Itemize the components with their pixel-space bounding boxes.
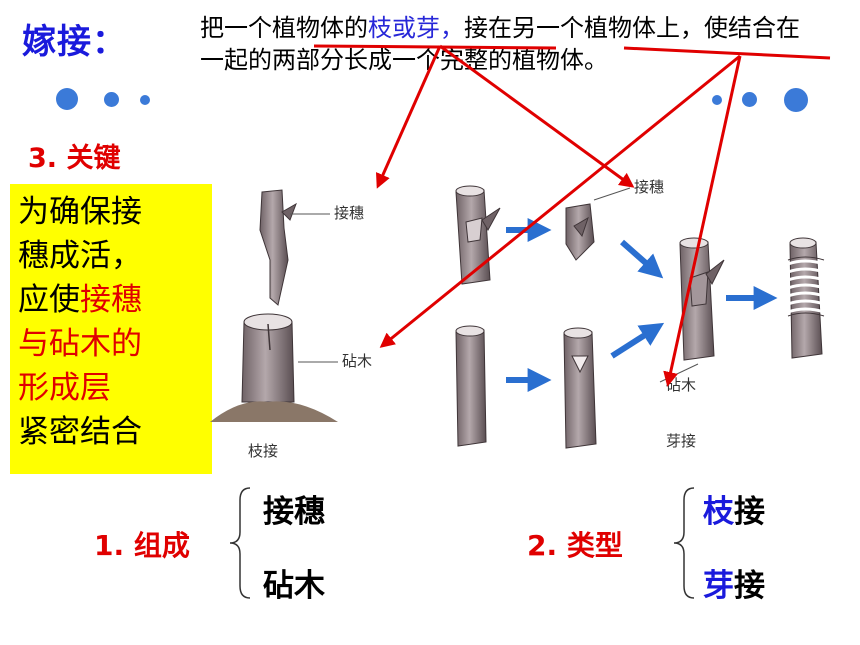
decor-dot-3 [140,95,150,105]
definition-text: 把一个植物体的枝或芽，接在另一个植物体上，使结合在一起的两部分长成一个完整的植物… [200,12,820,76]
decor-dot-2 [104,92,119,107]
scion-label-right: 接穗 [634,178,664,196]
key-line-2: 穗成活， [18,238,142,274]
scion-branch-left [259,189,289,306]
decor-dot-6 [784,88,808,112]
arrow-to-scion-right [439,44,635,188]
arrow-to-scion-left [376,45,442,189]
type-item-branch-graft: 枝接 [703,486,765,531]
caption-right: 芽接 [666,432,696,450]
underline-scion [313,44,557,50]
composition-heading: 1. 组成 [94,529,190,562]
key-box: 为确保接 穗成活， 应使接穗 与砧木的 形成层 紧密结合 [10,184,212,474]
page-title: 嫁接： [22,22,127,62]
composition-brace [229,487,251,599]
type-item-1-blue: 枝 [703,494,734,530]
flow-arrow-4 [610,322,665,359]
decor-dot-1 [56,88,78,110]
decor-dot-5 [742,92,757,107]
grafting-illustration: 接穗 砧木 枝接 接穗 砧木 芽接 [210,178,825,460]
key-line-1: 为确保接 [18,194,142,230]
type-item-1-rest: 接 [734,494,765,530]
type-item-2-blue: 芽 [703,568,734,604]
binding-wrap [787,259,825,314]
definition-highlight: 枝或芽， [368,14,464,42]
types-brace [673,487,695,599]
key-heading: 3. 关键 [28,143,121,174]
definition-part1: 把一个植物体的 [200,14,368,42]
type-item-2-rest: 接 [734,568,765,604]
scion-bud-left [281,202,297,221]
key-line-6: 紧密结合 [18,414,142,450]
decor-dot-4 [712,95,722,105]
key-line-3: 应使接穗 [18,278,212,322]
type-item-bud-graft: 芽接 [703,560,765,605]
flow-arrow-2 [620,239,664,279]
scion-label-left: 接穗 [334,204,364,222]
composition-item-stock: 砧木 [263,568,325,604]
arrow-to-stock-left [379,54,741,348]
soil [210,401,338,422]
types-heading: 2. 类型 [527,529,623,562]
arrow-to-stock-right [663,55,742,387]
definition-part2: 接在另一个植物体上，使结合在一起的两部分长成一个完整的植物体。 [200,14,800,74]
stock-label-left: 砧木 [342,352,372,370]
underline-stock [623,46,831,60]
caption-left: 枝接 [248,442,278,460]
composition-item-scion: 接穗 [263,494,325,530]
key-line-5: 形成层 [18,370,111,406]
key-line-4: 与砧木的 [18,326,142,362]
key-line-3-prefix: 应使 [18,282,80,318]
key-line-3-red: 接穗 [80,282,142,318]
